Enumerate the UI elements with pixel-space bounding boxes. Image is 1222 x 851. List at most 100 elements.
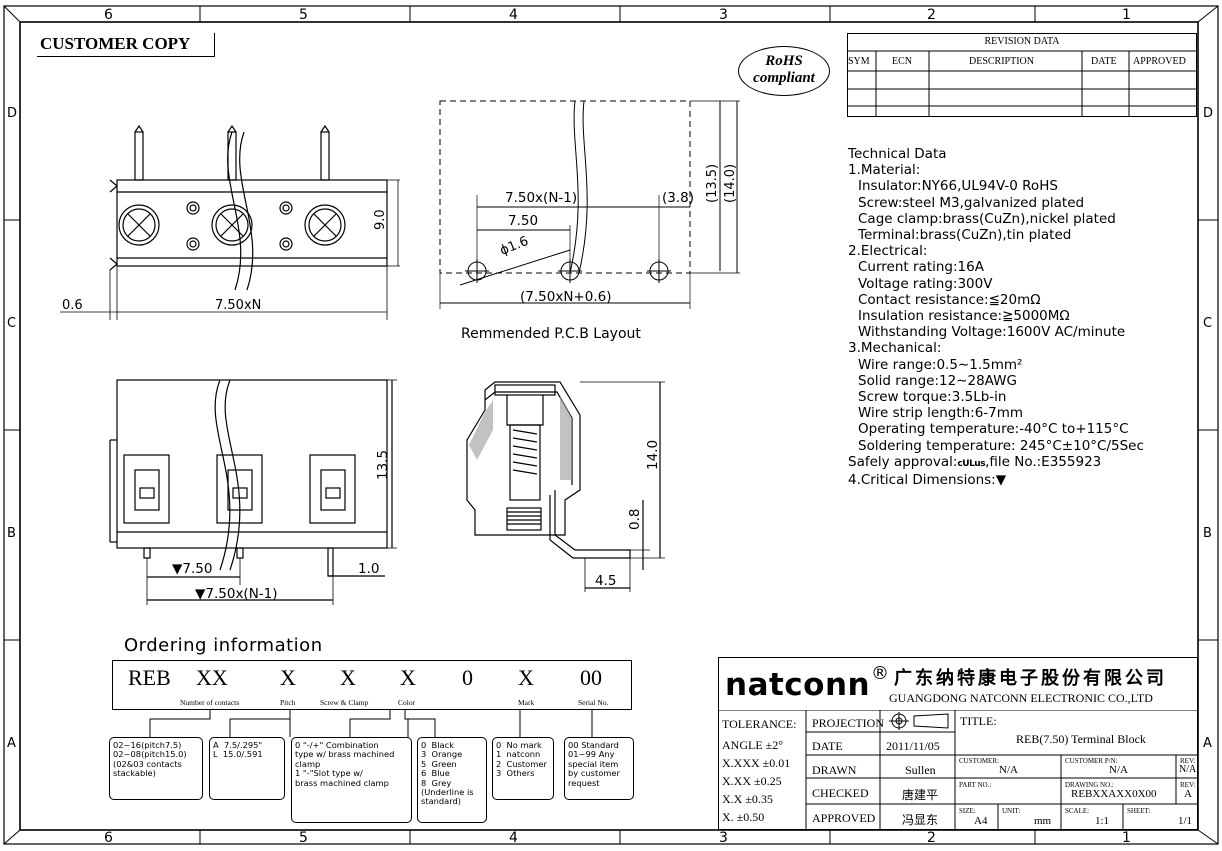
title-value: REB(7.50) Terminal Block [1016,732,1146,746]
side-section-drawing: 14.0 0.8 4.5 [466,381,665,592]
technical-data: Technical Data 1.Material: Insulator:NY6… [848,146,1193,488]
rev-label-1: REV: [1180,757,1196,765]
option-contacts: 02~16(pitch7.5) 02~08(pitch15.0) (02&03 … [109,737,203,800]
tech-line: Operating temperature:-40°C to+115°C [858,421,1129,438]
rev-header-sym: SYM [848,56,870,67]
col-label: 6 [104,7,113,23]
tech-line: Safely approval: [848,453,958,470]
row-label: D [7,106,18,121]
option-pitch: A 7.5/.295" L 15.0/.591 [209,737,285,800]
row-label: B [1203,526,1212,541]
option-serial: 00 Standard 01~99 Any special item by cu… [564,737,634,800]
drawn-value: Sullen [905,763,936,777]
side-dim-08: 0.8 [627,509,643,530]
customer-pn-label: CUSTOMER P/N: [1065,757,1118,765]
ordering-title: Ordering information [124,635,323,656]
row-label: A [1203,736,1212,751]
tech-line: Terminal:brass(CuZn),tin plated [858,227,1072,244]
pcb-dim-140: (14.0) [723,164,738,203]
tech-line: Insulation resistance:≧5000MΩ [858,308,1070,325]
rev-label-2: REV: [1180,781,1196,789]
tech-line: 1.Material: [848,162,921,179]
code-pitch: X [280,665,296,690]
code-label: Mark [518,698,535,707]
tolerance-label: TOLERANCE: [722,717,797,731]
rev-header-desc: DESCRIPTION [969,56,1035,67]
rev-value-2: A [1184,788,1192,800]
front-dim-750n1: ▼7.50x(N-1) [195,586,278,602]
top-view-drawing: 0.6 7.50xN 9.0 [60,124,400,320]
col-label: 2 [927,830,936,846]
approved-label: APPROVED [812,811,876,825]
side-dim-45: 4.5 [595,573,616,589]
col-label: 1 [1122,830,1131,846]
code-label: Serial No. [578,698,609,707]
dim-750xn: 7.50xN [215,298,261,313]
rev-value-1: N/A [1179,764,1197,775]
tech-line: 2.Electrical: [848,243,928,260]
front-dim-135: 13.5 [375,450,391,480]
tech-line: Withstanding Voltage:1600V AC/minute [858,324,1126,341]
title-label: TITLE: [960,714,997,728]
company-logo: natconn [725,667,871,703]
tech-line-approval: Safely approval:cULus,file No.:E355923 [848,454,1193,472]
revision-title: REVISION DATA [984,36,1060,47]
col-label: 5 [299,830,308,846]
title-block: natconn ® 广东纳特康电子股份有限公司 GUANGDONG NATCON… [718,657,1198,831]
tech-line: Cage clamp:brass(CuZn),nickel plated [858,210,1116,227]
tech-line: Current rating:16A [858,259,984,276]
tech-line: Screw:steel M3,galvanized plated [858,194,1085,211]
tech-line: Solid range:12∼28AWG [858,372,1017,389]
side-dim-140: 14.0 [645,440,661,470]
part-no-label: PART NO.: [959,781,992,789]
pcb-layout-drawing: 7.50x(N-1) (3.8) 7.50 ϕ1.6 (13.5) (14.0)… [439,100,740,309]
sheet-value: 1/1 [1178,815,1193,827]
tech-line: 4.Critical Dimensions:▼ [848,472,1007,489]
registered-mark: ® [871,663,889,684]
rohs-badge: RoHS compliant [738,46,830,96]
col-label: 6 [104,830,113,846]
customer-label: CUSTOMER: [959,757,999,765]
col-label: 3 [719,7,728,23]
tech-line: 3.Mechanical: [848,340,942,357]
size-label: SIZE: [959,807,976,815]
rohs-line2: compliant [753,70,815,86]
col-label: 1 [1122,7,1131,23]
drawing-no-value: REBXXAXX0X00 [1071,788,1157,800]
row-label: C [7,316,17,331]
customer-pn-value: N/A [1109,764,1128,776]
approved-value: 冯显东 [902,813,939,827]
customer-value: N/A [999,764,1018,776]
scale-label: SCALE: [1065,807,1090,815]
file-number: ,file No.:E355923 [985,453,1102,470]
size-value: A4 [974,815,988,827]
row-label: C [1203,316,1213,331]
col-label: 4 [509,7,518,23]
tol-x: X. ±0.50 [722,810,765,824]
sheet-label: SHEET: [1127,807,1151,815]
tol-xxx: X.XX ±0.25 [722,774,782,788]
pcb-dim-135: (13.5) [705,164,720,203]
pcb-dim-bottom: (7.50xN+0.6) [520,289,611,305]
drawing-no-label: DRAWING NO.: [1065,781,1114,789]
code-mark: X [518,665,534,690]
col-label: 5 [299,7,308,23]
tech-line: Contact resistance:≦20mΩ [858,291,1041,308]
pcb-dim-phi: ϕ1.6 [498,234,531,259]
col-label: 3 [719,830,728,846]
tol-angle: ANGLE ±2° [722,738,784,752]
code-fixed: 0 [462,665,473,690]
code-label: Color [398,698,416,707]
code-contacts: XX [196,665,228,690]
tech-line: Technical Data [848,146,947,162]
code-screw: X [340,665,356,690]
code-label: Number of contacts [180,698,240,707]
col-label: 2 [927,7,936,23]
scale-value: 1:1 [1095,815,1110,827]
front-view-drawing: ▼7.50 ▼7.50x(N-1) 1.0 13.5 [109,379,397,605]
code-label: Pitch [280,698,296,707]
tech-line: Voltage rating:300V [858,275,993,292]
tol-xxxx: X.XXX ±0.01 [722,756,791,770]
front-dim-10: 1.0 [358,561,379,577]
